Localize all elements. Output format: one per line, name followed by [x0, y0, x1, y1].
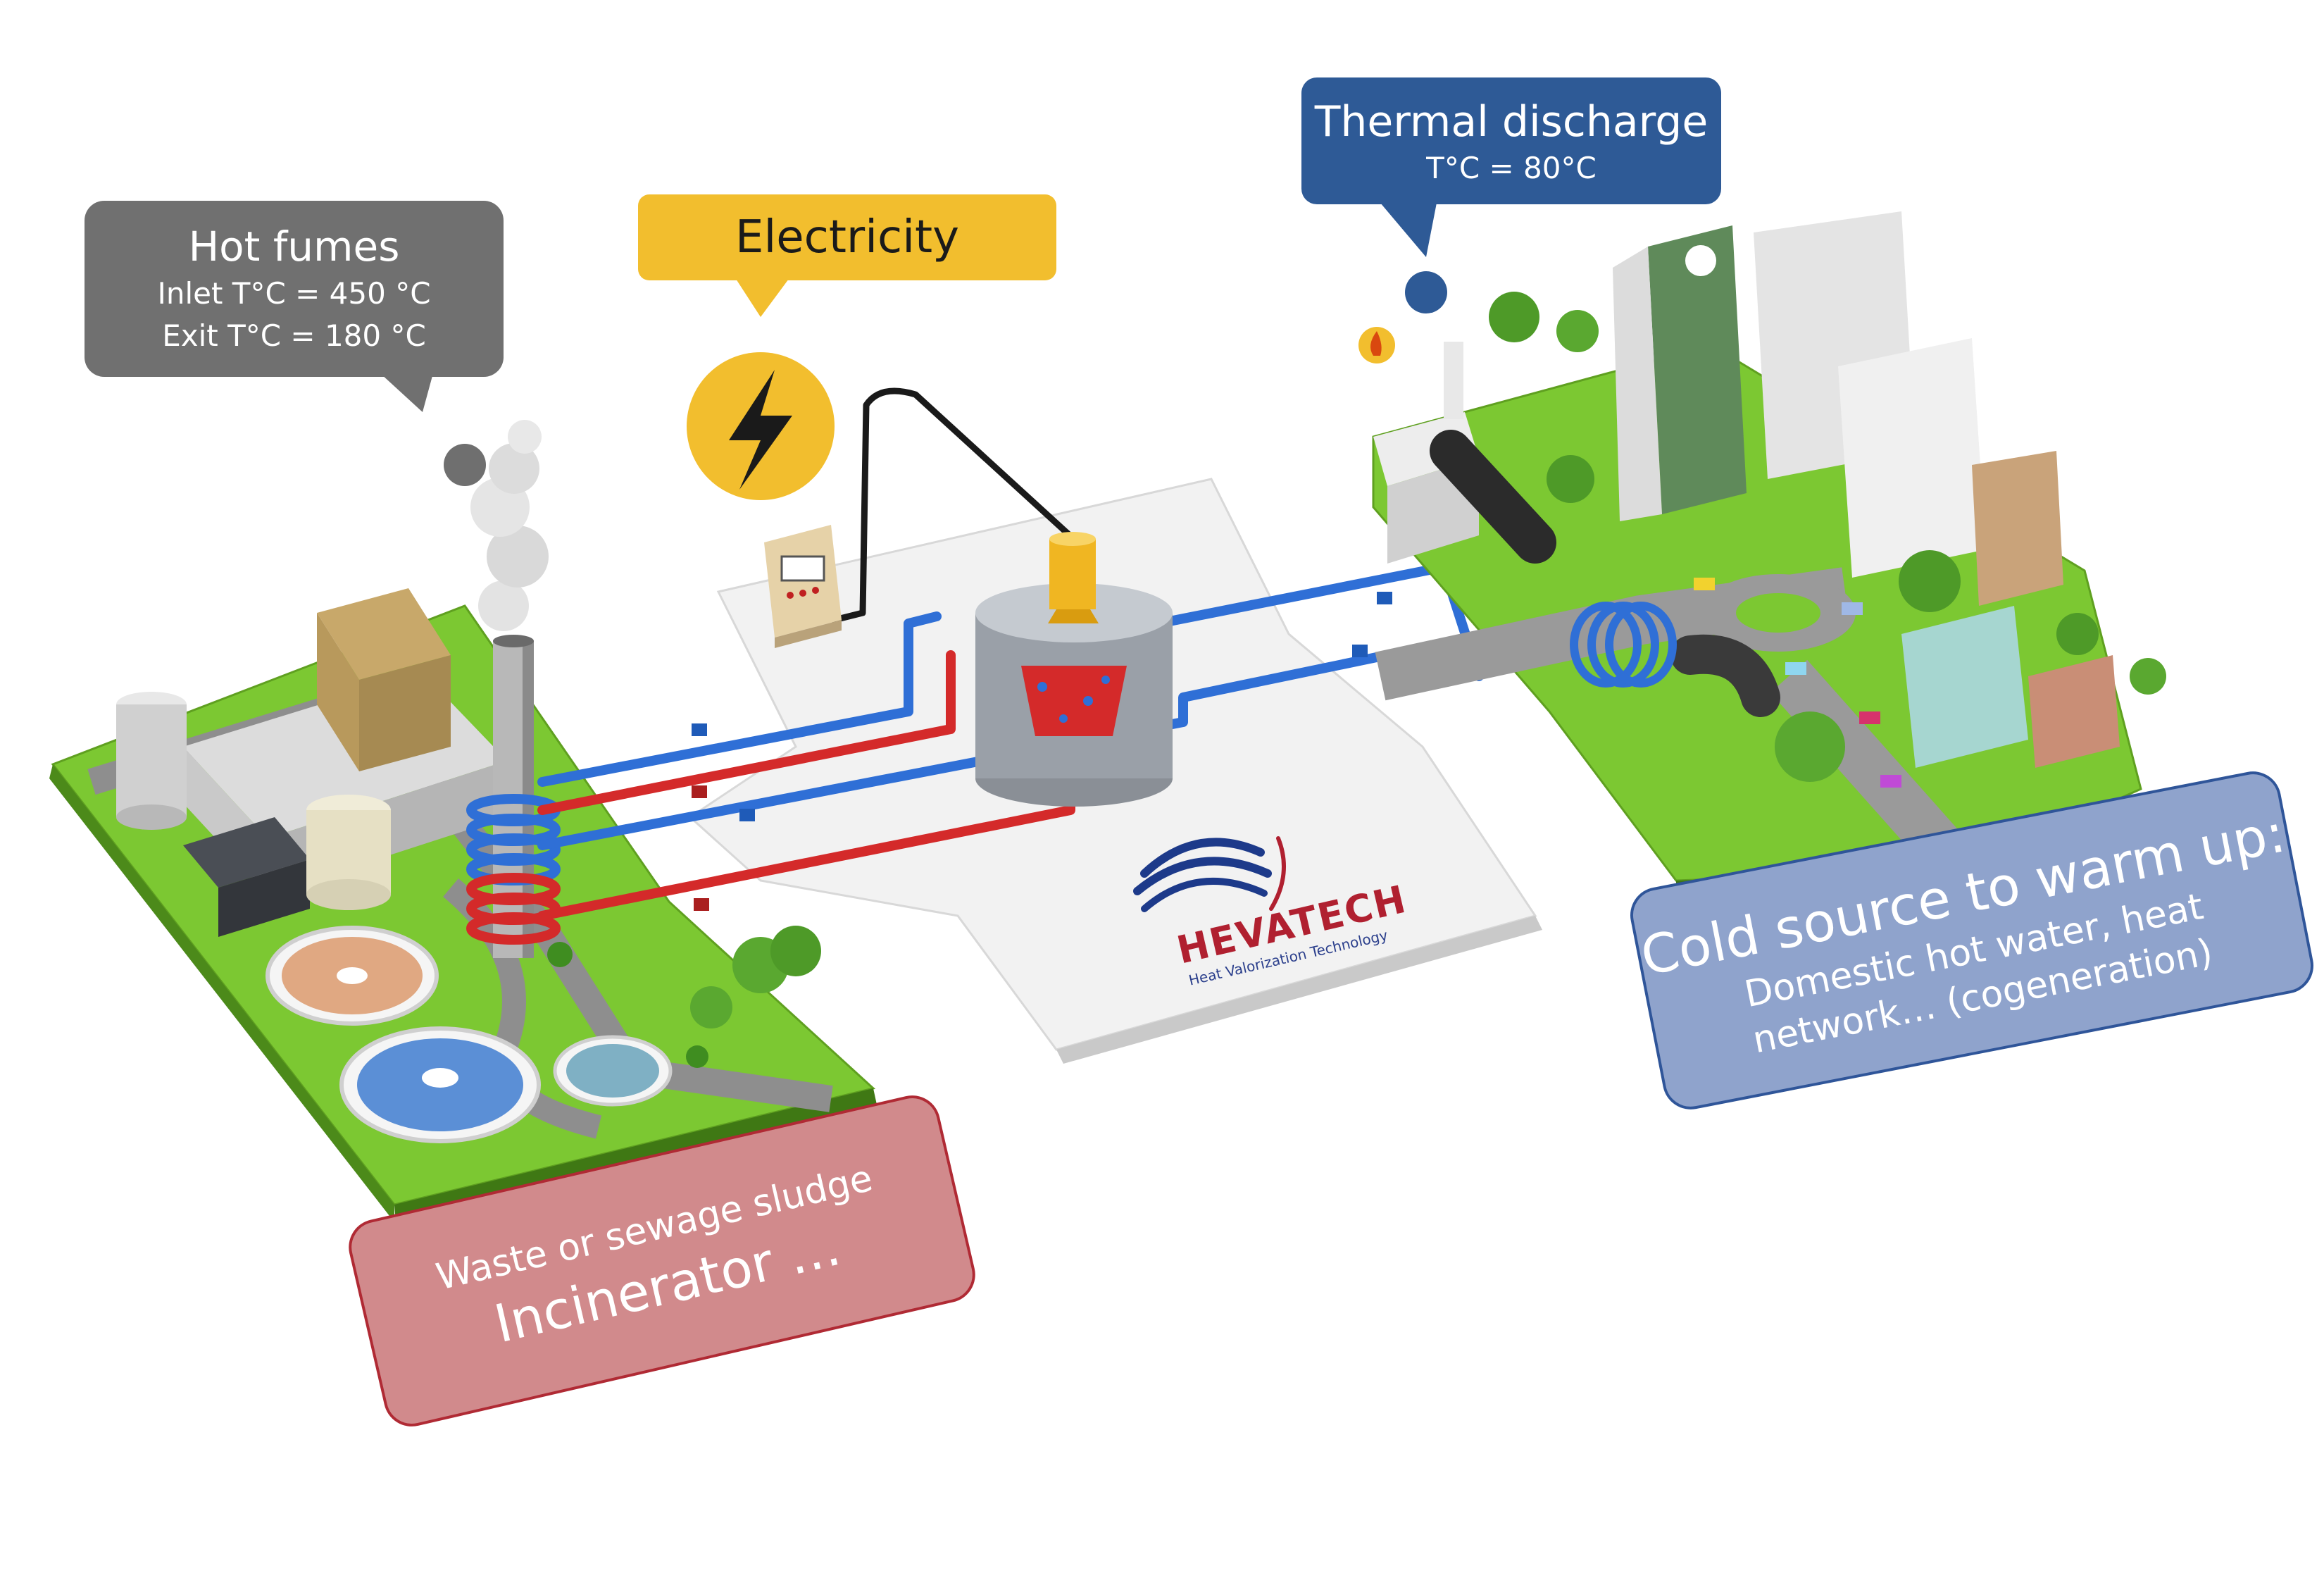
electricity-callout-pointer	[736, 279, 789, 317]
cold-pipe-upper	[537, 611, 942, 787]
chimney-heat-exchanger-coil	[466, 794, 561, 945]
fumes-callout-pointer	[380, 373, 433, 412]
incinerator-site	[49, 588, 877, 1222]
hot-fumes-title: Hot fumes	[188, 223, 400, 271]
lightning-bolt-icon	[687, 352, 835, 500]
hot-pipe-upper	[537, 650, 956, 815]
thermal-discharge-title: Thermal discharge	[1314, 97, 1708, 147]
city-site	[1358, 211, 2166, 896]
hot-fumes-inlet: Inlet T°C = 450 °C	[157, 276, 431, 311]
thermal-discharge-callout: Thermal discharge T°C = 80°C	[1301, 77, 1721, 204]
hevatech-logo-mark	[1133, 836, 1286, 912]
hot-fumes-exit: Exit T°C = 180 °C	[162, 318, 426, 353]
electric-cable	[831, 387, 1081, 623]
thermal-discharge-temp: T°C = 80°C	[1426, 151, 1597, 185]
electricity-title: Electricity	[735, 211, 959, 263]
electrical-cabinet	[764, 525, 842, 648]
hot-fumes-callout: Hot fumes Inlet T°C = 450 °C Exit T°C = …	[85, 201, 504, 377]
heat-valorization-unit	[975, 532, 1173, 807]
thermal-callout-pointer	[1380, 203, 1437, 257]
electricity-callout: Electricity	[638, 194, 1056, 280]
